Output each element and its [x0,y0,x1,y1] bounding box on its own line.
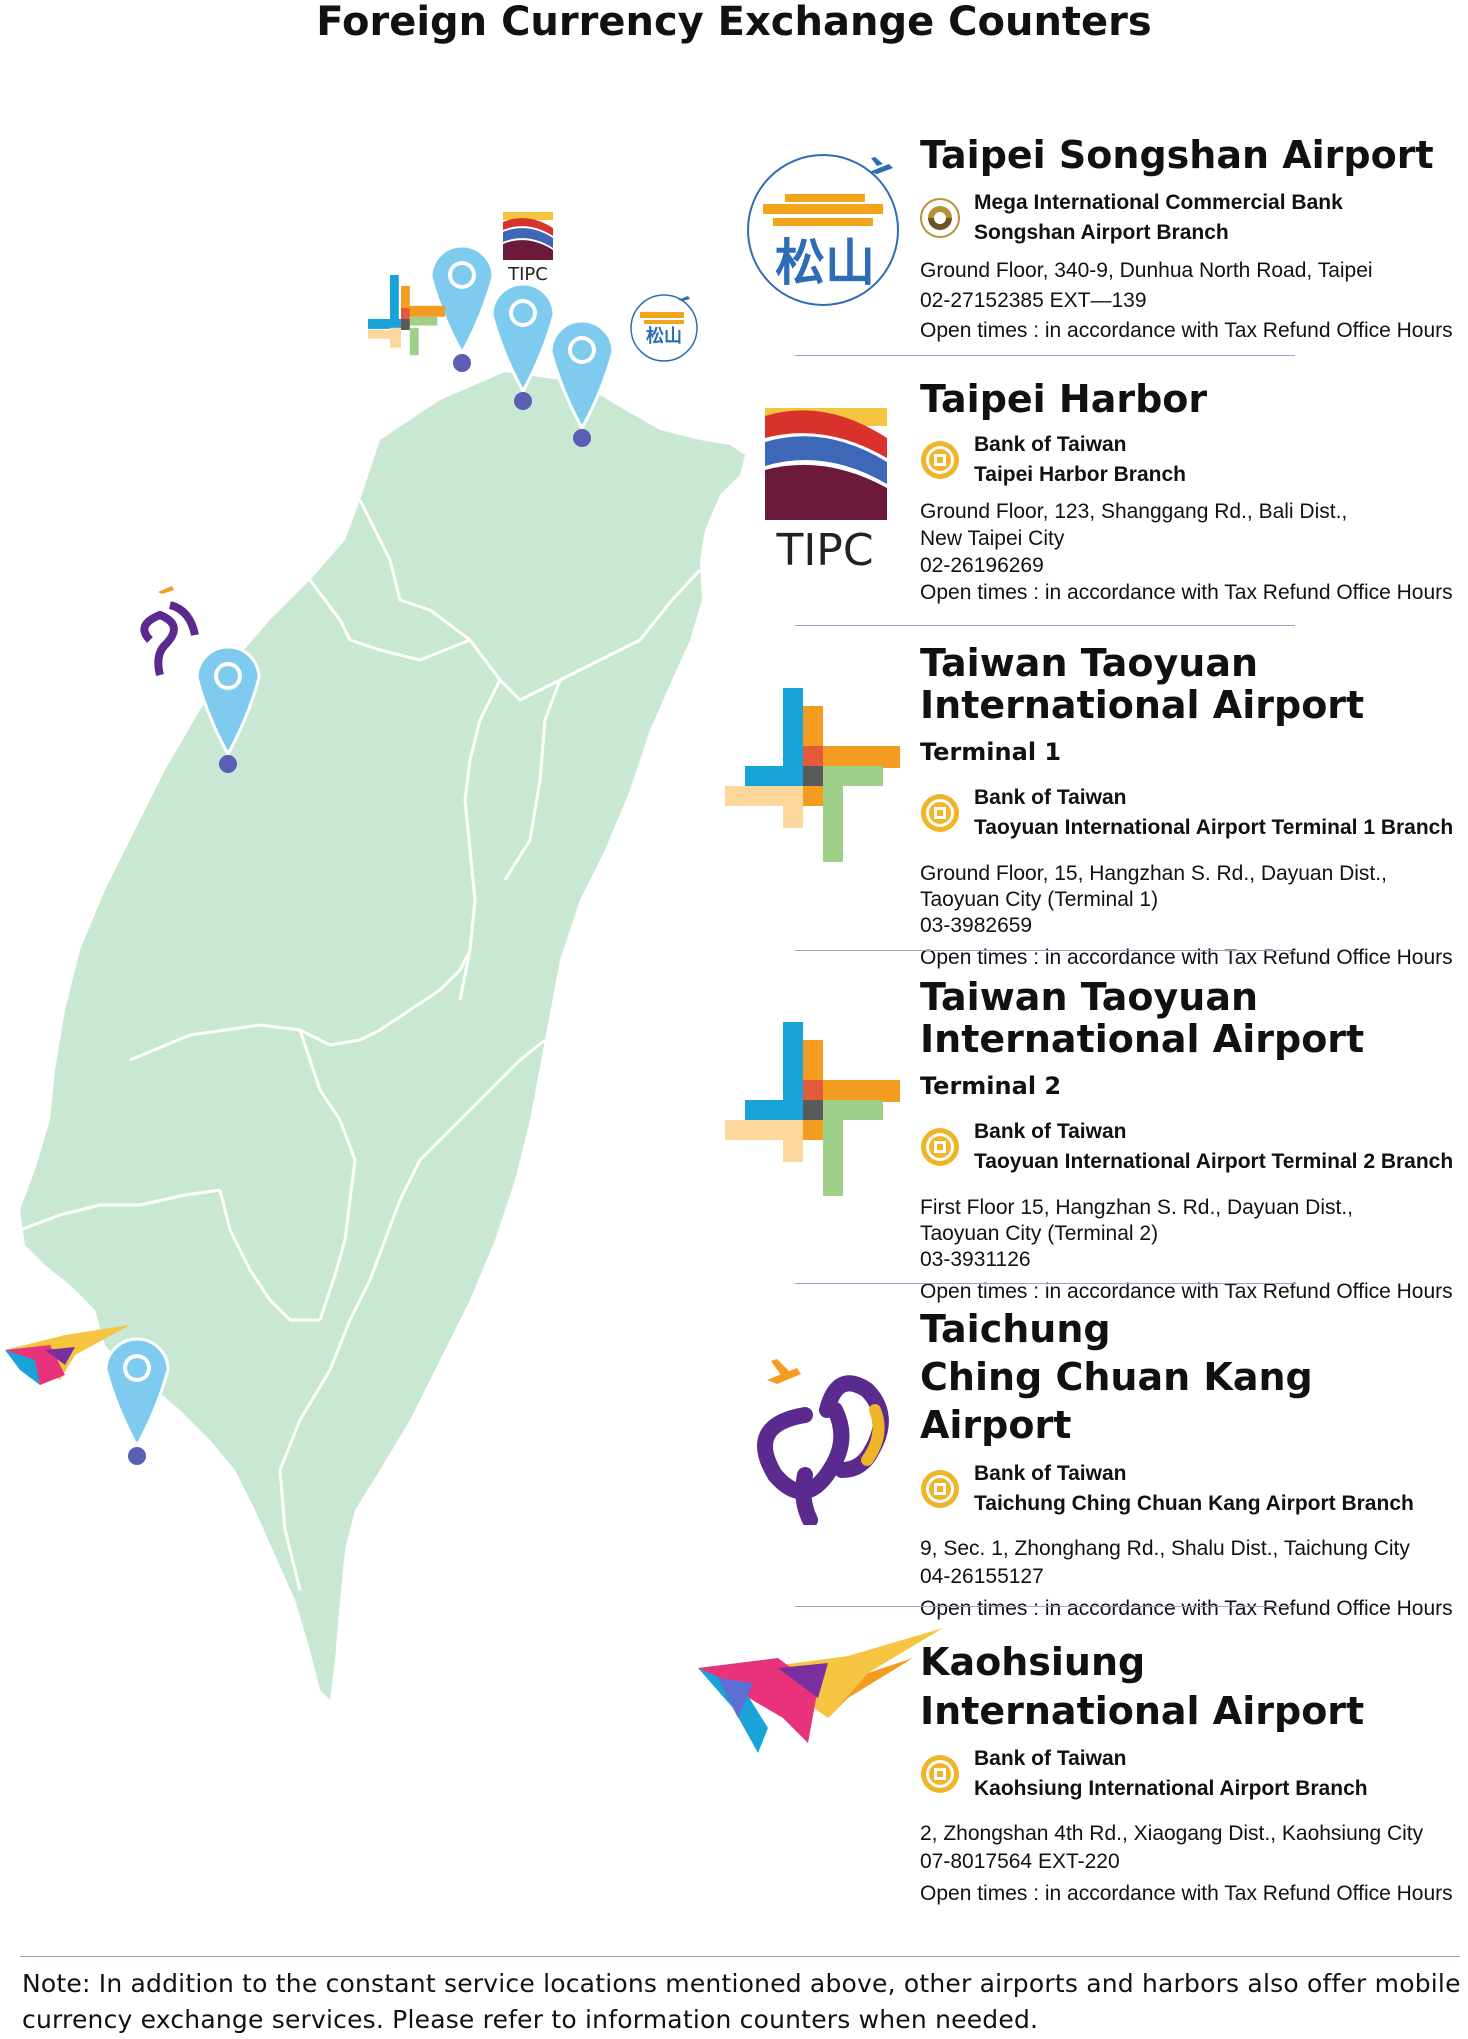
address-line: 2, Zhongshan 4th Rd., Xiaogang Dist., Ka… [920,1822,1424,1845]
bank-name: Bank of Taiwan [974,1120,1127,1143]
branch-name: Taoyuan International Airport Terminal 1… [974,816,1454,839]
pin-taipei-harbor[interactable] [429,244,495,372]
open-times: Open times : in accordance with Tax Refu… [920,581,1453,604]
pin-taichung-airport[interactable] [195,645,261,773]
kaohsiung-airport-logo-small [5,1325,130,1385]
location-name-line: Kaohsiung [920,1640,1146,1684]
address-line: Taoyuan City (Terminal 2) [920,1222,1159,1245]
footnote: Note: In addition to the constant servic… [22,1969,1461,2034]
branch-name: Taoyuan International Airport Terminal 2… [974,1150,1454,1173]
taoyuan-airport-logo [725,688,900,868]
open-times: Open times : in accordance with Tax Refu… [920,1597,1453,1620]
location-taoyuan-t2: Taiwan Taoyuan International Airport Ter… [920,976,1465,1305]
taichung-airport-logo [745,1355,895,1530]
location-taoyuan-t1: Taiwan Taoyuan International Airport Ter… [920,642,1465,971]
taiwan-island [20,372,745,1700]
address-line: New Taipei City [920,527,1065,550]
svg-text:松山: 松山 [775,234,875,292]
location-songshan: Taipei Songshan Airport Mega Internation… [920,134,1465,346]
address-line: Ground Floor, 15, Hangzhan S. Rd., Dayua… [920,862,1387,885]
branch-name: Kaohsiung International Airport Branch [974,1777,1368,1800]
bank-name: Bank of Taiwan [974,1747,1127,1770]
pin-taoyuan-airport[interactable] [490,282,556,410]
location-name-line: International Airport [920,1017,1365,1061]
songshan-logo-small: 松山 [630,294,698,362]
open-times: Open times : in accordance with Tax Refu… [920,1280,1453,1303]
address-line: 9, Sec. 1, Zhonghang Rd., Shalu Dist., T… [920,1537,1410,1560]
kaohsiung-airport-logo [698,1628,943,1763]
location-name-line: Taichung [920,1307,1111,1351]
address-line: Ground Floor, 123, Shanggang Rd., Bali D… [920,500,1348,523]
location-name: Taiwan Taoyuan International Airport Ter… [920,976,1465,1107]
open-times: Open times : in accordance with Tax Refu… [920,946,1453,969]
songshan-airport-logo: 松山 [745,148,905,313]
location-name: Kaohsiung International Airport [920,1638,1465,1736]
tipc-logo: TIPC [765,408,887,576]
phone: 07-8017564 EXT-220 [920,1850,1120,1873]
location-name: Taipei Songshan Airport [920,133,1434,177]
pin-kaohsiung-airport[interactable] [104,1337,170,1465]
address-line: Taoyuan City (Terminal 1) [920,888,1159,911]
location-name-line: International Airport [920,683,1365,727]
svg-text:TIPC: TIPC [775,525,873,568]
phone: 02-27152385 EXT—139 [920,289,1147,312]
separator [795,1283,1295,1284]
separator [795,950,1295,951]
taoyuan-airport-logo-small [368,275,445,356]
map-pins [104,244,615,1465]
svg-text:松山: 松山 [646,325,682,347]
location-name-line: Taiwan Taoyuan [920,641,1259,685]
note-divider [20,1956,1460,1957]
bank-name: Mega International Commercial Bank [974,191,1343,214]
bank-of-taiwan-icon [921,441,959,479]
location-name: Taipei Harbor [920,377,1208,421]
taichung-airport-logo-small [140,586,199,676]
open-times: Open times : in accordance with Tax Refu… [920,319,1453,342]
terminal-label: Terminal 2 [920,1072,1062,1100]
pin-songshan-airport[interactable] [549,319,615,447]
branch-name: Songshan Airport Branch [974,221,1229,244]
phone: 03-3982659 [920,914,1033,937]
branch-name: Taipei Harbor Branch [974,463,1186,486]
location-name: Taiwan Taoyuan International Airport Ter… [920,642,1465,773]
location-kaohsiung: Kaohsiung International Airport Bank of … [920,1638,1465,1908]
bank-of-taiwan-icon [921,1128,959,1166]
bank-of-taiwan-icon [921,1755,959,1793]
separator [795,355,1295,356]
address-line: First Floor 15, Hangzhan S. Rd., Dayuan … [920,1196,1354,1219]
svg-text:TIPC: TIPC [507,264,548,285]
phone: 03-3931126 [920,1248,1031,1271]
taoyuan-airport-logo [725,1022,900,1202]
bank-of-taiwan-icon [921,794,959,832]
region-borders [19,499,702,1591]
location-name-line: Ching Chuan Kang Airport [920,1355,1313,1447]
branch-name: Taichung Ching Chuan Kang Airport Branch [974,1492,1414,1515]
phone: 02-26196269 [920,554,1044,577]
location-name: Taichung Ching Chuan Kang Airport [920,1305,1465,1449]
bank-name: Bank of Taiwan [974,1462,1127,1485]
open-times: Open times : in accordance with Tax Refu… [920,1882,1453,1905]
tipc-logo-small: TIPC [503,212,553,285]
bank-name: Bank of Taiwan [974,433,1127,456]
page-title: Foreign Currency Exchange Counters [316,0,1152,45]
terminal-label: Terminal 1 [920,738,1062,766]
location-taichung: Taichung Ching Chuan Kang Airport Bank o… [920,1305,1465,1623]
location-name-line: Taiwan Taoyuan [920,975,1259,1019]
separator [795,1606,1295,1607]
mega-bank-icon [920,198,960,238]
location-taipei-harbor: Taipei Harbor Bank of Taiwan Taipei Harb… [920,378,1465,606]
bank-of-taiwan-icon [921,1470,959,1508]
address-line: Ground Floor, 340-9, Dunhua North Road, … [920,259,1373,282]
taiwan-map: TIPC 松山 [5,212,745,1700]
bank-name: Bank of Taiwan [974,786,1127,809]
phone: 04-26155127 [920,1565,1044,1588]
separator [795,625,1295,626]
location-name-line: International Airport [920,1689,1365,1733]
